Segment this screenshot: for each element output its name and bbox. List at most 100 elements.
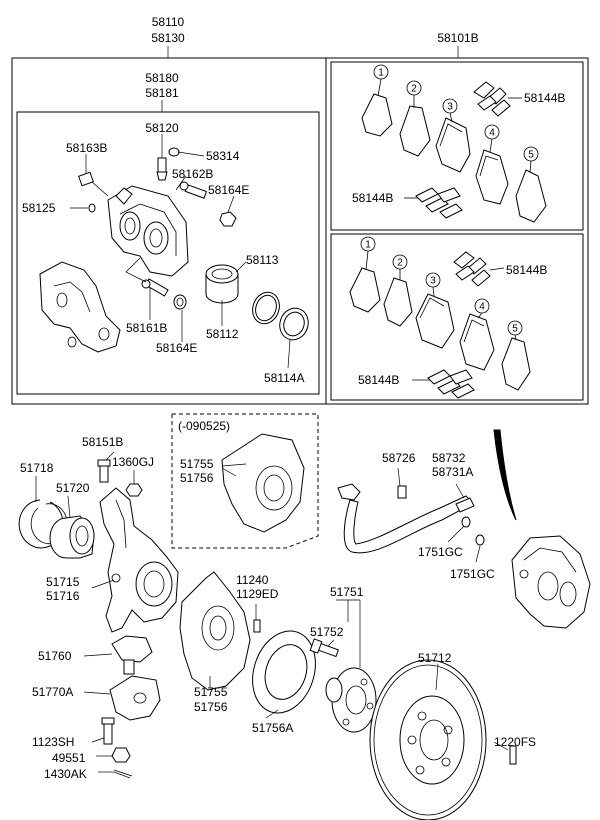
label-51756-a: 51756 bbox=[180, 471, 214, 485]
label-49551: 49551 bbox=[52, 751, 86, 765]
pad-clips-upper-b bbox=[415, 187, 463, 219]
label-58120: 58120 bbox=[145, 121, 179, 135]
pad-4-upper bbox=[475, 149, 509, 205]
steering-knuckle bbox=[99, 487, 179, 633]
bracket-bolt bbox=[101, 717, 115, 745]
pad-number-5-upper: 5 bbox=[528, 150, 534, 161]
label-58125: 58125 bbox=[22, 201, 56, 215]
label-51715: 51715 bbox=[46, 575, 80, 589]
guide-pin-upper bbox=[179, 181, 208, 199]
pad-number-1-upper: 1 bbox=[378, 68, 384, 79]
boot-lower bbox=[173, 294, 187, 310]
label-58181: 58181 bbox=[145, 86, 179, 100]
pad-clips-lower bbox=[453, 251, 491, 287]
label-51755-a: 51755 bbox=[180, 457, 214, 471]
label-58164E-b: 58164E bbox=[156, 341, 197, 355]
label-58144B-d: 58144B bbox=[358, 373, 399, 387]
pad-4-lower bbox=[459, 313, 495, 371]
pad-kit-frame bbox=[325, 57, 589, 405]
label-1360GJ: 1360GJ bbox=[112, 455, 154, 469]
washer-small bbox=[88, 203, 96, 213]
pad-2-upper bbox=[399, 105, 431, 157]
shield-bolt bbox=[253, 619, 261, 633]
label-51718: 51718 bbox=[20, 461, 54, 475]
pad-set-lower-frame bbox=[330, 233, 584, 401]
label-58113: 58113 bbox=[246, 253, 279, 267]
early-model-dashed-frame bbox=[171, 413, 319, 549]
label-58726: 58726 bbox=[382, 451, 416, 465]
label-58162B: 58162B bbox=[172, 167, 213, 181]
lower-arm-ball-joint bbox=[111, 635, 153, 675]
label-1129ED: 1129ED bbox=[236, 587, 279, 601]
pad-set-upper-frame bbox=[330, 61, 584, 231]
guide-bolt-upper bbox=[78, 171, 109, 197]
piston-boot bbox=[279, 307, 309, 341]
label-58732: 58732 bbox=[432, 451, 466, 465]
pad-1-upper bbox=[361, 93, 393, 137]
pad-number-2-lower: 2 bbox=[397, 258, 403, 269]
label-51751: 51751 bbox=[330, 585, 364, 599]
label-090525: (-090525) bbox=[178, 419, 230, 433]
pad-1-lower bbox=[349, 267, 381, 313]
caliper-bracket bbox=[39, 261, 121, 353]
label-1220FS: 1220FS bbox=[494, 735, 536, 749]
pad-number-5-lower: 5 bbox=[512, 324, 518, 335]
label-51755-b: 51755 bbox=[194, 685, 228, 699]
piston bbox=[205, 264, 239, 304]
label-11240: 11240 bbox=[236, 573, 269, 587]
label-58144B-b: 58144B bbox=[352, 191, 393, 205]
label-58112: 58112 bbox=[206, 327, 239, 341]
boot-upper bbox=[219, 211, 237, 227]
ball-joint-bracket bbox=[109, 675, 161, 721]
label-58151B: 58151B bbox=[82, 435, 123, 449]
label-58114A: 58114A bbox=[264, 371, 304, 385]
hose-washer-a bbox=[461, 516, 471, 528]
caliper-inner-frame bbox=[16, 111, 320, 395]
brake-hose bbox=[337, 483, 475, 554]
label-51752: 51752 bbox=[310, 625, 344, 639]
pad-number-2-upper: 2 bbox=[411, 84, 417, 95]
brake-disc-edge-hint bbox=[493, 429, 517, 521]
pad-3-upper bbox=[435, 117, 471, 173]
label-58144B-a: 58144B bbox=[524, 91, 565, 105]
bleeder-screw bbox=[156, 157, 168, 181]
shield-plate bbox=[252, 630, 316, 714]
pad-clips-lower-b bbox=[427, 369, 475, 399]
hose-washer-b bbox=[475, 534, 485, 546]
guide-pin-lower bbox=[141, 278, 169, 297]
label-58731A: 58731A bbox=[432, 465, 473, 479]
caliper-installed bbox=[511, 535, 591, 629]
label-58101B: 58101B bbox=[437, 31, 478, 45]
dust-shield-early bbox=[221, 433, 305, 533]
knuckle-nut bbox=[125, 483, 143, 497]
label-58164E-a: 58164E bbox=[208, 183, 249, 197]
label-58144B-c: 58144B bbox=[506, 263, 547, 277]
pad-number-4-upper: 4 bbox=[489, 128, 495, 139]
disc-screw bbox=[509, 745, 517, 765]
pad-number-3-lower: 3 bbox=[430, 276, 436, 287]
label-1430AK: 1430AK bbox=[44, 767, 87, 781]
wheel-bearing bbox=[49, 515, 95, 559]
bleeder-cap bbox=[168, 147, 180, 157]
label-1751GC-a: 1751GC bbox=[418, 545, 463, 559]
label-58180: 58180 bbox=[145, 71, 179, 85]
pad-number-4-lower: 4 bbox=[479, 302, 485, 313]
dust-shield bbox=[179, 571, 251, 691]
label-58110: 58110 bbox=[152, 15, 185, 29]
caliper-body bbox=[107, 185, 189, 277]
part-labels: 58110 58130 58101B 58180 58181 58120 581… bbox=[20, 15, 565, 781]
label-51770A: 51770A bbox=[32, 685, 73, 699]
label-58130: 58130 bbox=[151, 31, 185, 45]
wheel-stud bbox=[309, 638, 340, 658]
pad-number-labels: 1 2 3 4 5 1 2 3 4 5 bbox=[365, 68, 534, 335]
pad-5-lower bbox=[501, 337, 531, 391]
label-1751GC-b: 1751GC bbox=[450, 567, 495, 581]
label-51756-b: 51756 bbox=[194, 700, 228, 714]
pad-number-3-upper: 3 bbox=[447, 102, 453, 113]
label-51760: 51760 bbox=[38, 649, 72, 663]
brake-disc bbox=[369, 659, 487, 820]
label-58314: 58314 bbox=[206, 149, 240, 163]
pad-number-1-lower: 1 bbox=[365, 240, 371, 251]
pad-5-upper bbox=[515, 169, 547, 223]
